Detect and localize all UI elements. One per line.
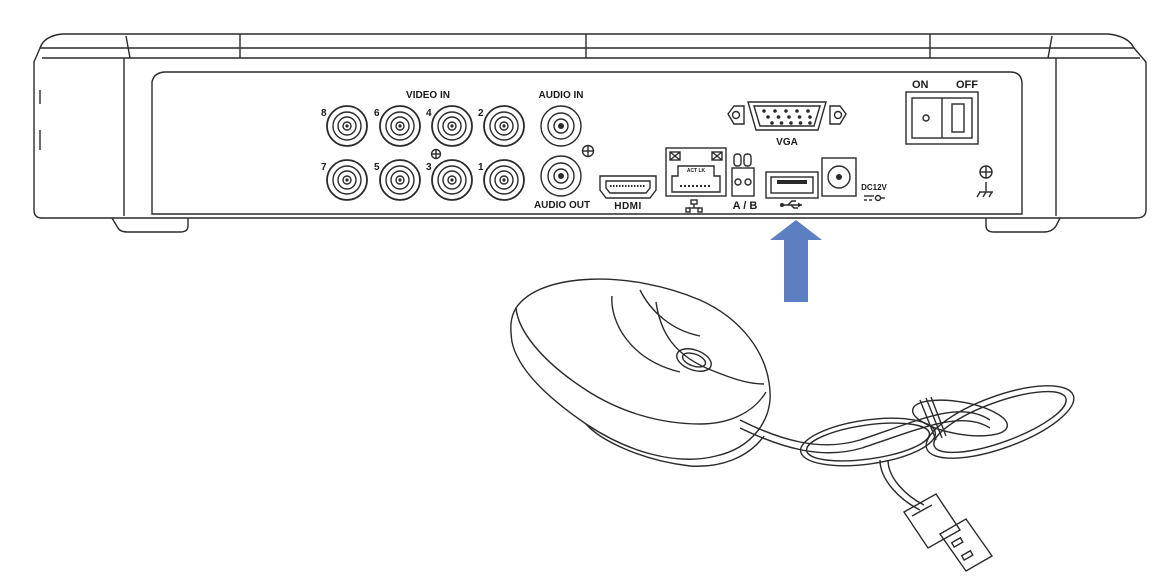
vga-pin <box>789 121 793 125</box>
vga-pin <box>773 109 777 113</box>
vga-pin <box>806 109 810 113</box>
rear-panel-recess <box>151 71 1023 215</box>
vga-pin <box>770 121 774 125</box>
switch-off-label: OFF <box>956 79 978 91</box>
video-channel-number: 2 <box>478 108 484 119</box>
usb-symbol-icon <box>780 200 802 209</box>
video-channel-number: 7 <box>321 162 327 173</box>
usb-port[interactable] <box>765 171 819 199</box>
video-ground-mark <box>430 148 442 160</box>
vga-pin <box>779 121 784 125</box>
video-in-connectors: 8 6 4 2 7 5 3 1 <box>321 105 525 201</box>
dvr-outer-body <box>33 47 1147 219</box>
audio-in-label: AUDIO IN <box>539 90 584 101</box>
video-channel-number: 6 <box>374 108 380 119</box>
vga-pin <box>762 109 766 113</box>
vga-label: VGA <box>776 137 798 148</box>
vga-port[interactable] <box>727 101 847 131</box>
vga-pin <box>808 121 812 125</box>
vga-pin <box>784 109 788 113</box>
vga-pin <box>808 115 812 119</box>
vga-pin <box>795 109 799 113</box>
vga-pin <box>797 115 802 119</box>
bnc-connector-ch8[interactable]: 8 <box>321 105 368 147</box>
vga-pin <box>766 115 770 119</box>
dvr-foot-left <box>111 217 189 233</box>
ethernet-led-label: ACT LK <box>687 168 706 174</box>
video-in-label: VIDEO IN <box>406 90 450 101</box>
video-channel-number: 8 <box>321 108 327 119</box>
bnc-connector-ch4[interactable]: 4 <box>426 105 473 147</box>
video-channel-number: 1 <box>478 162 484 173</box>
ground-icon <box>976 165 993 198</box>
connect-arrow <box>770 220 822 302</box>
dvr-foot-right <box>985 217 1061 233</box>
bnc-connector-ch3[interactable]: 3 <box>426 159 473 201</box>
hdmi-port[interactable] <box>599 175 657 199</box>
dvr-top-edge <box>39 33 1135 49</box>
switch-on-label: ON <box>912 79 929 91</box>
video-channel-number: 3 <box>426 162 432 173</box>
audio-out-label: AUDIO OUT <box>534 200 590 211</box>
bnc-connector-ch1[interactable]: 1 <box>478 159 525 201</box>
rs485-label: A / B <box>733 200 758 212</box>
rs485-terminal[interactable] <box>731 153 755 197</box>
vga-pin <box>787 115 791 119</box>
vga-pin <box>776 115 781 119</box>
video-channel-number: 5 <box>374 162 380 173</box>
bnc-connector-ch5[interactable]: 5 <box>374 159 421 201</box>
bnc-connector-ch2[interactable]: 2 <box>478 105 525 147</box>
vga-pin <box>798 121 803 125</box>
audio-ground-mark <box>581 144 595 158</box>
power-label: DC12V <box>861 183 887 192</box>
network-icon <box>685 199 703 213</box>
audio-in-jack[interactable] <box>540 105 582 147</box>
dc-polarity-icon <box>864 194 885 202</box>
hdmi-label: HDMI <box>614 201 642 212</box>
usb-mouse <box>510 278 1075 572</box>
power-switch[interactable] <box>905 91 979 145</box>
ethernet-port[interactable] <box>665 147 727 197</box>
video-channel-number: 4 <box>426 108 432 119</box>
audio-out-jack[interactable] <box>540 155 582 197</box>
bnc-connector-ch6[interactable]: 6 <box>374 105 421 147</box>
dvr-unit <box>33 33 1147 233</box>
dc-power-jack[interactable] <box>821 157 857 197</box>
bnc-connector-ch7[interactable]: 7 <box>321 159 368 201</box>
